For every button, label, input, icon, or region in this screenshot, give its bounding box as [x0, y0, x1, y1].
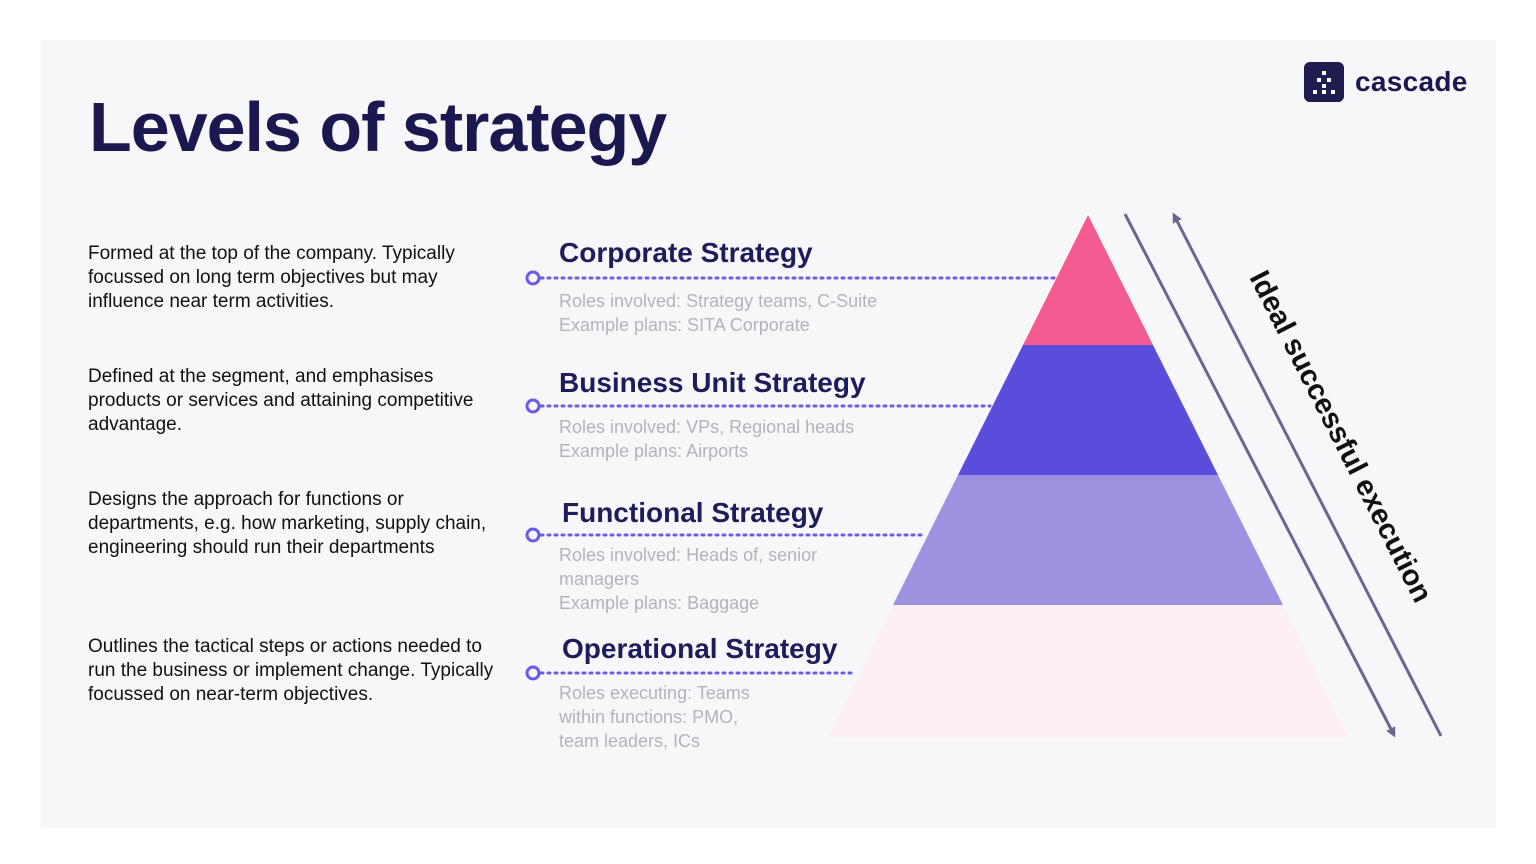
meta-line: Example plans: SITA Corporate	[559, 315, 810, 335]
page-title: Levels of strategy	[89, 88, 667, 166]
connector-business-unit	[525, 398, 992, 414]
pyramid-tier-operational	[828, 605, 1348, 737]
operational-description: Outlines the tactical steps or actions n…	[88, 636, 494, 705]
business-unit-description: Defined at the segment, and emphasises p…	[88, 366, 474, 435]
functional-strategy-title: Functional Strategy	[562, 497, 824, 528]
meta-line: Roles involved: VPs, Regional heads	[559, 417, 855, 437]
cascade-logo-icon	[1304, 62, 1344, 102]
meta-line: Example plans: Baggage	[559, 593, 760, 613]
downward-arrow	[1123, 213, 1396, 738]
meta-line: within functions: PMO,	[559, 707, 739, 727]
corporate-description: Formed at the top of the company. Typica…	[88, 243, 455, 312]
connector-functional	[525, 527, 928, 543]
meta-line: managers	[559, 569, 640, 589]
functional-description: Designs the approach for functions or de…	[88, 489, 487, 558]
meta-line: Roles involved: Heads of, senior	[559, 545, 818, 565]
pyramid-tier-corporate	[1023, 215, 1153, 345]
business-unit-strategy-title: Business Unit Strategy	[559, 367, 866, 398]
connector-corporate	[525, 270, 1057, 286]
business-unit-strategy-meta: Roles involved: VPs, Regional heads Exam…	[559, 415, 854, 463]
brand-name: cascade	[1355, 66, 1468, 97]
corporate-strategy-title: Corporate Strategy	[559, 237, 813, 268]
corporate-strategy-meta: Roles involved: Strategy teams, C-Suite …	[559, 289, 877, 337]
meta-line: Roles involved: Strategy teams, C-Suite	[559, 291, 878, 311]
brand-logo: cascade	[1304, 62, 1468, 102]
meta-line: team leaders, ICs	[559, 731, 701, 751]
upward-arrow	[1172, 212, 1443, 737]
meta-line: Roles executing: Teams	[559, 683, 750, 703]
pyramid-tier-business-unit	[958, 345, 1218, 475]
pyramid-tier-functional	[893, 475, 1283, 605]
operational-strategy-meta: Roles executing: Teams within functions:…	[559, 681, 750, 753]
functional-strategy-meta: Roles involved: Heads of, senior manager…	[559, 543, 817, 615]
connector-operational	[525, 665, 858, 681]
meta-line: Example plans: Airports	[559, 441, 749, 461]
operational-strategy-title: Operational Strategy	[562, 633, 838, 664]
